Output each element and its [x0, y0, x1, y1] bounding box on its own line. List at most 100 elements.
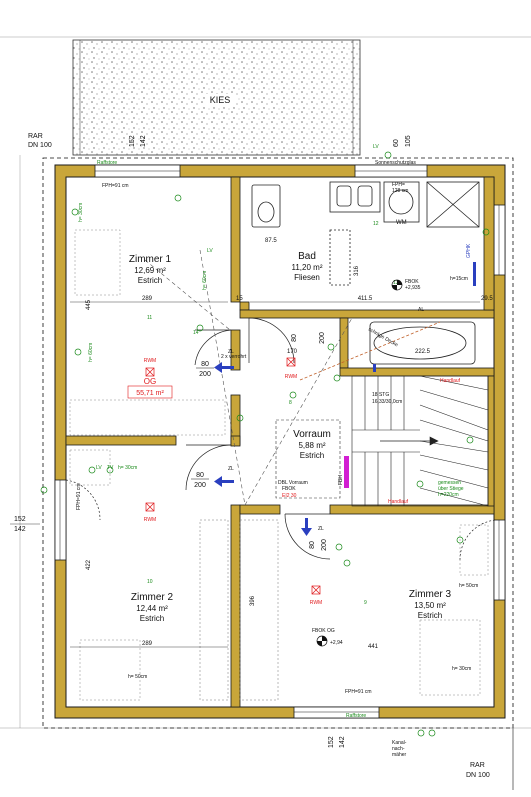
radiator-vorraum	[344, 456, 349, 488]
room-floor: Estrich	[418, 611, 442, 620]
radiator-bad	[473, 262, 476, 286]
fbok-og: FBOK OG +2,94	[312, 628, 343, 647]
lv-z1: LV	[207, 248, 213, 254]
room-floor: Fliesen	[294, 273, 320, 282]
door-zl: ZL	[228, 466, 234, 472]
door-height: 200	[319, 332, 326, 344]
dimensions: 289 289 445 422 396 87.5 411.5 29.5 15 2…	[86, 238, 493, 650]
radiator-marker	[373, 364, 376, 372]
dim-top-d: 105	[405, 135, 412, 147]
room-area: 12,44 m²	[136, 604, 168, 613]
dim-222: 222.5	[415, 349, 431, 355]
h-50-z3: h= 50cm	[459, 583, 478, 589]
fph-tr: FPH=	[392, 182, 405, 188]
door-label-2: 80 200 ZL	[191, 466, 234, 489]
wardrobe-zone	[199, 519, 229, 701]
fph-left: FPH=91 cm	[76, 483, 82, 510]
h-60-z1: h= 60cm	[202, 271, 208, 290]
rwm-label: RWM	[144, 517, 156, 523]
interior-walls	[65, 176, 495, 708]
staircase	[351, 375, 489, 507]
fbok-bad: FBOK +2,935	[391, 279, 421, 291]
room-name: Zimmer 2	[131, 592, 174, 603]
door-zl: ZL	[318, 526, 324, 532]
h-50-z2: h= 50cm	[128, 674, 147, 680]
room-name: Vorraum	[293, 429, 331, 440]
dim-top-b: 142	[140, 135, 147, 147]
dim-289-top: 289	[142, 296, 153, 302]
dim-left-b: 142	[14, 526, 26, 533]
stg2: 16,33/30,0cm	[372, 399, 402, 405]
h-30-z1: h= 30cm	[78, 203, 84, 222]
doors	[65, 317, 496, 561]
og-label: OG	[144, 377, 156, 386]
door-label-1: 80 200 ZL	[196, 349, 234, 378]
door-label-3: 80 200 ZL	[309, 526, 328, 551]
room-floor: Estrich	[138, 276, 162, 285]
room-area: 12,69 m²	[134, 266, 166, 275]
door-width: 80	[309, 541, 316, 549]
bathroom-fixtures	[251, 181, 480, 365]
dim-445: 445	[86, 299, 92, 310]
dbl2: FBOK	[282, 486, 296, 492]
door-height: 200	[321, 539, 328, 551]
dim-29: 29.5	[481, 296, 493, 302]
h-30-z2: h= 30cm	[118, 465, 137, 471]
dbl: DBL Vorraum	[278, 480, 308, 486]
electrical-symbols	[40, 151, 490, 737]
room-zimmer-1: Zimmer 1 12,69 m² Estrich	[129, 254, 172, 285]
door-label-4: 80 200	[291, 332, 326, 344]
fph-bot: FPH=91 cm	[345, 689, 372, 695]
room-floor: Estrich	[300, 451, 324, 460]
raffstore-tl: Raffstore	[97, 160, 117, 166]
room-vorraum: Vorraum 5,88 m² Estrich	[293, 429, 331, 460]
dn-top: DN 100	[28, 142, 52, 149]
handlauf-r: Handlauf	[440, 378, 461, 384]
smoke-detectors	[145, 357, 321, 595]
dim-316: 316	[354, 265, 360, 276]
fph-tr2: 128 cm	[392, 188, 408, 194]
room-bad: Bad 11,20 m² Fliesen	[292, 251, 323, 282]
vorraum-zone	[275, 419, 341, 499]
dn-bottom: DN 100	[466, 772, 490, 779]
dim-bot-a: 152	[328, 736, 335, 748]
h-60-z1b: h= 60cm	[88, 343, 94, 362]
room-id-10: 10	[147, 579, 153, 585]
fbok-label: FBOK OG	[312, 628, 335, 634]
door-height: 200	[194, 482, 206, 489]
gravel-area: KIES	[72, 39, 361, 156]
dim-15: 15	[236, 296, 243, 302]
door-width: 80	[201, 361, 209, 368]
fbok-value: +2,935	[405, 285, 421, 291]
dim-289-bot: 289	[142, 641, 153, 647]
raffstore-bot: Raffstore	[346, 713, 366, 719]
dim-422: 422	[86, 559, 92, 570]
kanal: Kanal-	[392, 740, 407, 746]
gemessen2: über Stiege	[438, 486, 464, 492]
kanal2: nach-	[392, 746, 405, 752]
h-30-z3: h= 30cm	[452, 666, 471, 672]
gphk: GPHK	[466, 243, 472, 258]
dim-396: 396	[250, 595, 256, 606]
dim-bot-b: 142	[339, 736, 346, 748]
rwm-label: RWM	[144, 358, 156, 364]
dim-top-a: 152	[129, 135, 136, 147]
windows	[54, 164, 506, 719]
furniture	[69, 229, 489, 701]
og-total: RWM OG 55,71 m²	[127, 358, 173, 399]
room-id-14: 14	[193, 330, 199, 336]
kanal3: mäher	[392, 752, 407, 758]
room-area: 5,88 m²	[298, 441, 325, 450]
h-15: h=15cm	[450, 276, 468, 282]
fbh: FBH	[338, 475, 344, 485]
outer-dims: 152 142 60 105 152 142 152 142	[14, 135, 412, 748]
fph-tl: FPH=91 cm	[102, 183, 129, 189]
insulation-outline	[42, 157, 514, 729]
room-zimmer-2: Zimmer 2 12,44 m² Estrich	[131, 592, 174, 623]
slope-line	[299, 321, 441, 381]
og-area: 55,71 m²	[136, 390, 164, 397]
gemessen: gemessen	[438, 480, 461, 486]
el-label: EI2 30	[282, 493, 297, 499]
room-area: 11,20 m²	[292, 263, 323, 272]
